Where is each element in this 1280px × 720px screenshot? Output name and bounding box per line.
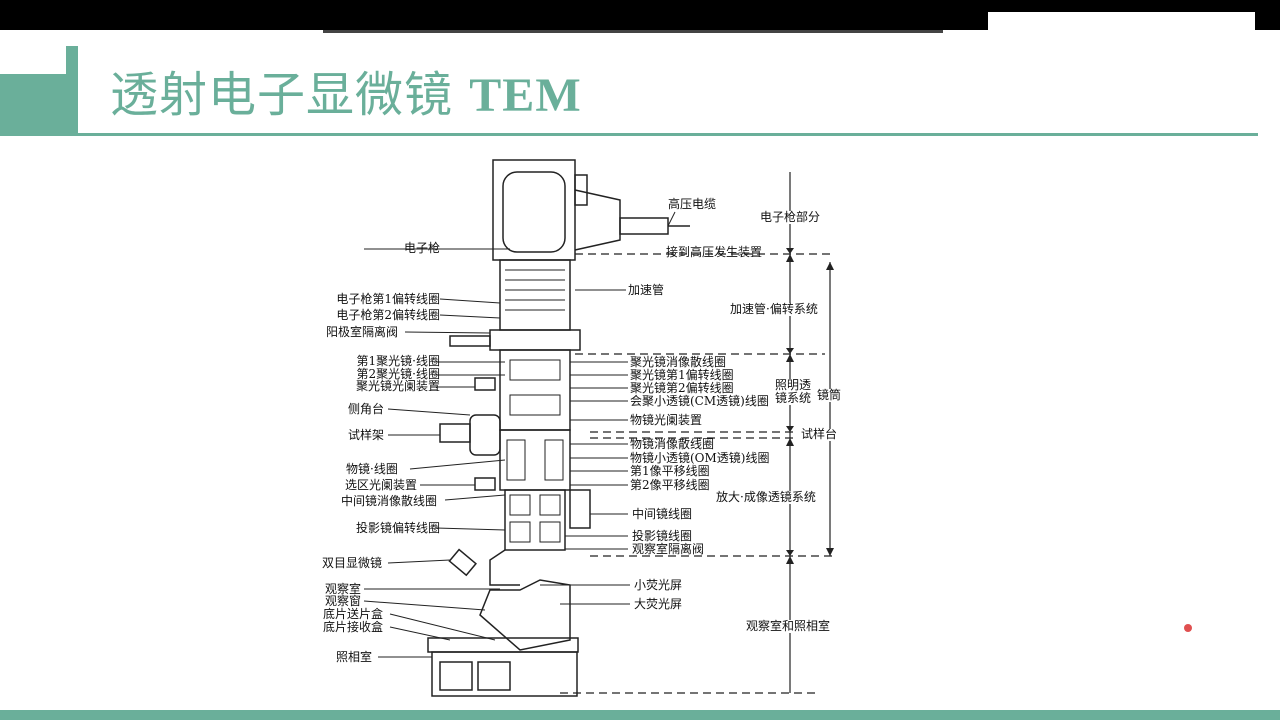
label-electron-gun: 电子枪 bbox=[403, 241, 440, 255]
label-projector-coil: 投影镜线圈 bbox=[632, 529, 693, 543]
label-goniometer: 侧角台 bbox=[348, 402, 385, 416]
section-electron-gun: 电子枪部分 bbox=[760, 210, 821, 224]
label-objective-aperture: 物镜光阑装置 bbox=[630, 413, 703, 427]
label-gun-deflection-coil-2: 电子枪第2偏转线圈 bbox=[336, 308, 440, 322]
label-binocular: 双目显微镜 bbox=[322, 556, 383, 570]
pointer-dot bbox=[1184, 624, 1192, 632]
label-accelerator: 加速管 bbox=[628, 283, 665, 297]
label-objective-stigmator: 物镜消像散线圈 bbox=[630, 437, 715, 451]
title-underline bbox=[16, 133, 1258, 136]
label-cm-lens: 会聚小透镜(CM透镜)线圈 bbox=[630, 394, 769, 408]
accent-notch bbox=[0, 46, 66, 74]
label-om-lens: 物镜小透镜(OM透镜)线圈 bbox=[630, 451, 770, 465]
title-cn: 透射电子显微镜 bbox=[110, 67, 454, 123]
label-camera-chamber: 照相室 bbox=[336, 650, 373, 664]
slide-title: 透射电子显微镜 TEM bbox=[110, 55, 582, 125]
label-viewing-window: 观察窗 bbox=[325, 594, 362, 608]
bottom-accent-bar bbox=[0, 710, 1280, 720]
label-objective-coil: 物镜·线圈 bbox=[346, 462, 398, 476]
title-en: TEM bbox=[469, 69, 582, 122]
label-to-hv-generator: 接到高压发生装置 bbox=[666, 245, 763, 259]
label-image-shift-1: 第1像平移线圈 bbox=[630, 464, 710, 478]
section-specimen-stage: 试样台 bbox=[801, 427, 838, 441]
label-viewing-valve: 观察室隔离阀 bbox=[632, 542, 705, 556]
label-film-supply: 底片送片盒 bbox=[323, 607, 384, 621]
label-hv-cable: 高压电缆 bbox=[668, 197, 717, 211]
label-projector-deflection: 投影镜偏转线圈 bbox=[355, 521, 440, 535]
section-illumination-1: 照明透 bbox=[775, 378, 812, 392]
section-accelerator-deflection: 加速管·偏转系统 bbox=[730, 302, 818, 316]
top-white-patch bbox=[988, 12, 1255, 30]
label-condenser-1: 第1聚光镜·线圈 bbox=[356, 354, 440, 368]
label-image-shift-2: 第2像平移线圈 bbox=[630, 478, 710, 492]
label-condenser-deflection-1: 聚光镜第1偏转线圈 bbox=[630, 368, 734, 382]
top-divider bbox=[323, 30, 943, 33]
label-condenser-2: 第2聚光镜·线圈 bbox=[356, 367, 440, 381]
label-large-screen: 大荧光屏 bbox=[634, 597, 683, 611]
section-illumination-2: 镜系统 bbox=[775, 391, 812, 405]
section-column: 镜筒 bbox=[817, 388, 842, 402]
label-gun-deflection-coil-1: 电子枪第1偏转线圈 bbox=[336, 292, 440, 306]
label-anode-valve: 阳极室隔离阀 bbox=[326, 325, 399, 339]
label-small-screen: 小荧光屏 bbox=[634, 578, 683, 592]
label-specimen-holder: 试样架 bbox=[348, 428, 385, 442]
label-intermediate-coil: 中间镜线圈 bbox=[632, 507, 693, 521]
label-film-receive: 底片接收盒 bbox=[323, 620, 384, 634]
label-selected-area-aperture: 选区光阑装置 bbox=[345, 478, 418, 492]
section-imaging-system: 放大·成像透镜系统 bbox=[716, 490, 816, 504]
label-viewing-chamber: 观察室 bbox=[325, 582, 362, 596]
label-condenser-deflection-2: 聚光镜第2偏转线圈 bbox=[630, 381, 734, 395]
label-condenser-aperture: 聚光镜光阑装置 bbox=[355, 379, 440, 393]
label-condenser-stigmator: 聚光镜消像散线圈 bbox=[630, 355, 727, 369]
label-intermediate-stigmator: 中间镜消像散线圈 bbox=[341, 494, 438, 508]
section-viewing-camera: 观察室和照相室 bbox=[746, 619, 831, 633]
